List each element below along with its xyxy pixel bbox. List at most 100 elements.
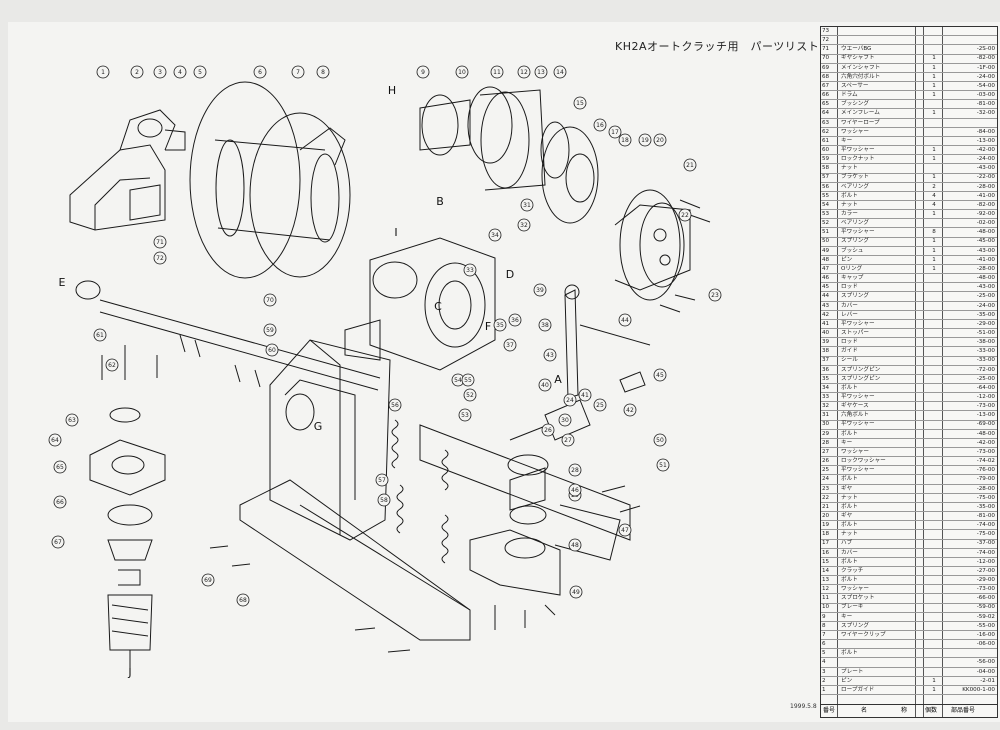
part-number: 63	[822, 119, 830, 126]
part-name: ボルト	[841, 384, 858, 391]
drawing-title: KH2Aオートクラッチ用 パーツリスト	[615, 40, 820, 53]
callout-number: 5	[198, 69, 202, 76]
callout-number: 15	[576, 100, 584, 107]
part-name: ガイド	[841, 348, 858, 355]
callout-number: 68	[239, 597, 247, 604]
callout-circle	[51, 535, 65, 549]
callout-number: 63	[68, 417, 76, 424]
reference-letter: A	[554, 373, 562, 386]
part-code: -51-00	[976, 329, 995, 336]
part-code: -1F-00	[977, 64, 995, 71]
callout-circle	[678, 208, 692, 222]
parts-row: 6-06-00	[821, 640, 997, 650]
part-code: -43-00	[976, 284, 995, 291]
reference-letter: E	[59, 276, 66, 289]
callout-circle	[65, 413, 79, 427]
callout-number: 39	[536, 287, 544, 294]
callout-circle	[573, 96, 587, 110]
reference-letter: H	[388, 84, 396, 97]
callout-number: 47	[621, 527, 629, 534]
pinion-stack	[89, 407, 166, 651]
part-code: -43-00	[976, 247, 995, 254]
part-number: 41	[822, 320, 830, 327]
part-name: レバー	[841, 311, 858, 318]
callout-number: 62	[108, 362, 116, 369]
part-number: 21	[822, 503, 830, 510]
callout-number: 34	[491, 232, 499, 239]
callout-number: 35	[496, 322, 504, 329]
part-number: 47	[822, 265, 830, 272]
part-qty: 1	[932, 247, 936, 254]
part-name: スプロケット	[841, 595, 875, 602]
part-name: ブッシュ	[841, 247, 864, 254]
part-number: 13	[822, 577, 830, 583]
callout-number: 40	[541, 382, 549, 389]
callout-circle	[490, 65, 504, 79]
part-number: 56	[822, 183, 830, 190]
callout-number: 70	[266, 297, 274, 304]
part-number: 36	[822, 366, 830, 373]
part-number: 37	[822, 357, 830, 364]
callout-circle	[656, 458, 670, 472]
callout-circle	[520, 198, 534, 212]
fasteners	[101, 199, 711, 668]
part-number: 4	[822, 659, 826, 666]
part-number: 53	[822, 211, 830, 217]
part-name: シール	[841, 357, 858, 364]
callout-number: 25	[596, 402, 604, 409]
header-name: 名	[861, 707, 868, 714]
part-name: カバー	[841, 302, 858, 309]
callout-number: 59	[266, 327, 274, 334]
part-name: 六角ボルト	[841, 412, 869, 419]
callout-number: 11	[493, 69, 501, 76]
part-number: 57	[822, 174, 830, 181]
callout-number: 42	[626, 407, 634, 414]
callout-number: 66	[56, 499, 64, 506]
part-code: -06-00	[976, 641, 995, 648]
callout-number: 45	[656, 372, 664, 379]
callout-number: 27	[564, 437, 572, 444]
part-number: 33	[822, 394, 830, 400]
callout-circle	[623, 403, 637, 417]
part-number: 3	[822, 668, 826, 675]
part-number: 51	[822, 229, 830, 236]
callout-circle	[263, 323, 277, 337]
part-code: -74-00	[976, 549, 995, 556]
part-name: 平ワッシャー	[841, 421, 875, 428]
callout-circle	[578, 388, 592, 402]
part-number: 9	[822, 613, 826, 620]
part-qty: 1	[932, 64, 936, 71]
parts-row: 31 六角ボルト -13-00	[821, 411, 997, 421]
callout-number: 38	[541, 322, 549, 329]
part-code: -13-00	[976, 412, 995, 419]
part-qty: 1	[932, 265, 936, 272]
rope-guide-bracket	[69, 109, 186, 231]
callout-number: 21	[686, 162, 694, 169]
part-number: 60	[822, 146, 830, 153]
callout-number: 30	[561, 417, 569, 424]
callout-circle	[538, 318, 552, 332]
part-code: -2-01	[980, 677, 995, 684]
part-name: ストッパー	[841, 329, 869, 336]
part-name: カラー	[841, 211, 858, 217]
callout-circle	[455, 65, 469, 79]
callout-circle	[568, 463, 582, 477]
part-code: -2S-00	[976, 46, 995, 53]
callout-number: 7	[296, 69, 300, 76]
callout-circle	[458, 408, 472, 422]
part-number: 31	[822, 412, 830, 419]
part-code: -35-00	[976, 311, 995, 318]
